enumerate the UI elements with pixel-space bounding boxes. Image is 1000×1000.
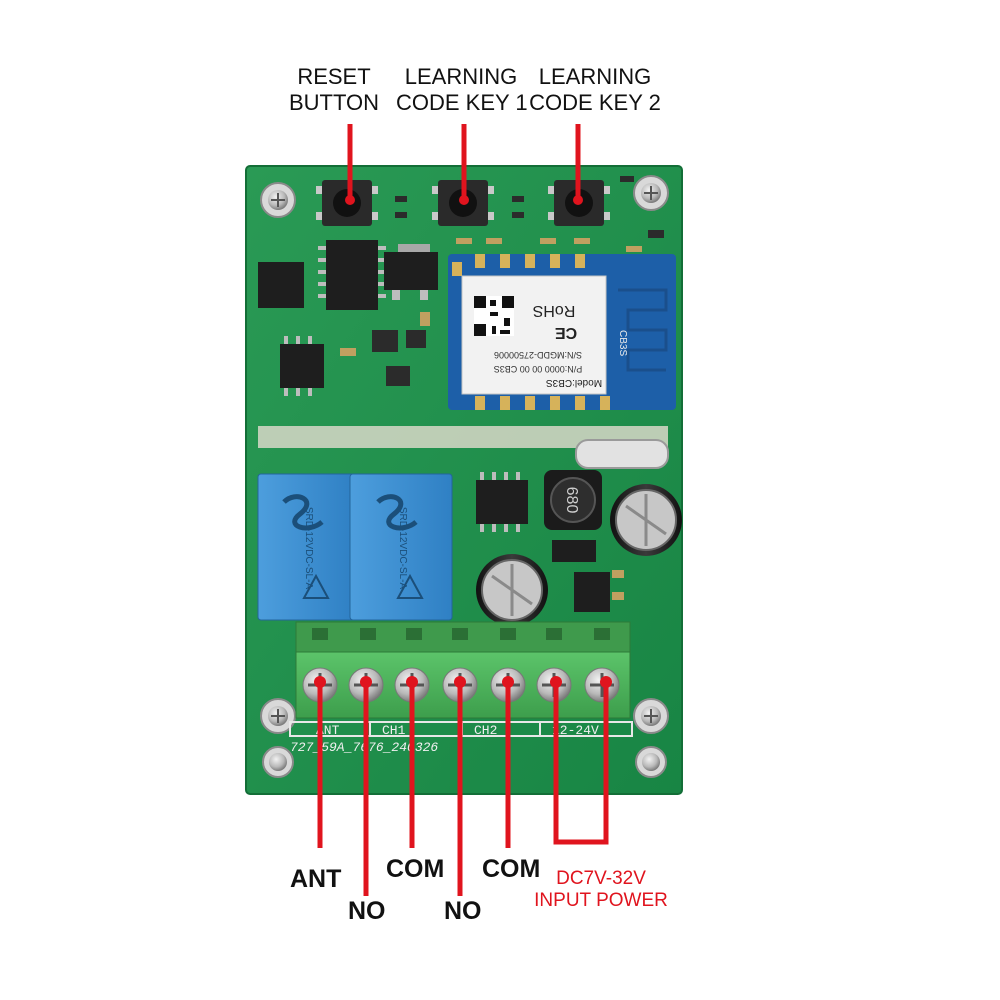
svg-text:SRD-12VDC-SL-A: SRD-12VDC-SL-A bbox=[397, 507, 408, 590]
com-label-1: COM bbox=[386, 855, 445, 883]
silk-ch1: CH1 bbox=[382, 723, 406, 738]
input-power-label: DC7V-32V INPUT POWER bbox=[526, 868, 676, 912]
mounting-hole-icon bbox=[633, 698, 669, 734]
mounting-hole-icon bbox=[262, 746, 294, 778]
screw-terminal-block bbox=[295, 621, 631, 719]
relay-2: SRD-12VDC-SL-A bbox=[349, 473, 453, 621]
qr-code-icon bbox=[474, 296, 514, 336]
antenna-trace-icon bbox=[618, 288, 668, 372]
pcb-divider-strip bbox=[258, 426, 668, 448]
ic-chip bbox=[318, 240, 386, 310]
reset-label-line2: BUTTON bbox=[288, 90, 380, 115]
module-serial: S/N:MGDD-27500006 bbox=[494, 350, 582, 360]
songle-logo-icon bbox=[282, 494, 324, 531]
songle-logo-icon bbox=[376, 494, 418, 531]
electrolytic-capacitor bbox=[476, 554, 548, 626]
rohs-mark: RoHS bbox=[533, 302, 576, 319]
learn2-label-line2: CODE KEY 2 bbox=[529, 90, 661, 115]
silk-volt: 12-24V bbox=[552, 723, 599, 738]
svg-text:SRD-12VDC-SL-A: SRD-12VDC-SL-A bbox=[303, 507, 314, 590]
ic-chip bbox=[280, 336, 324, 396]
no-label-2: NO bbox=[444, 897, 482, 925]
silk-ch2: CH2 bbox=[474, 723, 497, 738]
callout-lines bbox=[317, 124, 609, 896]
mounting-hole-icon bbox=[633, 175, 669, 211]
wifi-module: RoHS CE S/N:MGDD-27500006 P/N:0000 00 00… bbox=[448, 254, 676, 410]
relay-1: SRD-12VDC-SL-A bbox=[257, 473, 355, 621]
electrolytic-capacitor bbox=[610, 484, 682, 556]
warning-triangle-icon bbox=[396, 573, 424, 599]
learning-key-2-label: LEARNING CODE KEY 2 bbox=[528, 64, 662, 116]
ant-label: ANT bbox=[290, 865, 342, 893]
warning-triangle-icon bbox=[302, 573, 330, 599]
voltage-regulator-chip bbox=[384, 252, 438, 300]
smd-components bbox=[340, 312, 430, 386]
com-label-2: COM bbox=[482, 855, 541, 883]
ce-mark: CE bbox=[555, 324, 578, 341]
svg-text:680: 680 bbox=[563, 487, 580, 514]
no-label-1: NO bbox=[348, 897, 386, 925]
smd-components bbox=[395, 176, 664, 252]
mounting-hole-icon bbox=[635, 746, 667, 778]
power-label-line2: INPUT POWER bbox=[534, 890, 668, 911]
module-model: Model:CB3S bbox=[546, 377, 602, 388]
ic-chip bbox=[258, 262, 304, 308]
reset-label-line1: RESET bbox=[297, 64, 371, 89]
mounting-hole-icon bbox=[260, 698, 296, 734]
callout-dots bbox=[314, 195, 612, 688]
crystal-oscillator bbox=[575, 439, 669, 469]
antenna-label: CB3S bbox=[617, 330, 628, 356]
learn1-label-line2: CODE KEY 1 bbox=[396, 90, 528, 115]
learn2-label-line1: LEARNING bbox=[538, 64, 652, 89]
power-label-line1: DC7V-32V bbox=[556, 868, 646, 889]
module-part-number: P/N:0000 00 00 CB3S bbox=[494, 364, 583, 374]
inductor: 680 bbox=[544, 470, 602, 530]
learn1-label-line1: LEARNING bbox=[404, 64, 518, 89]
reset-button-label: RESET BUTTON bbox=[282, 64, 386, 116]
smd-components bbox=[552, 540, 624, 612]
mounting-hole-icon bbox=[260, 182, 296, 218]
learning-key-1-label: LEARNING CODE KEY 1 bbox=[396, 64, 528, 116]
ic-chip bbox=[476, 472, 528, 532]
